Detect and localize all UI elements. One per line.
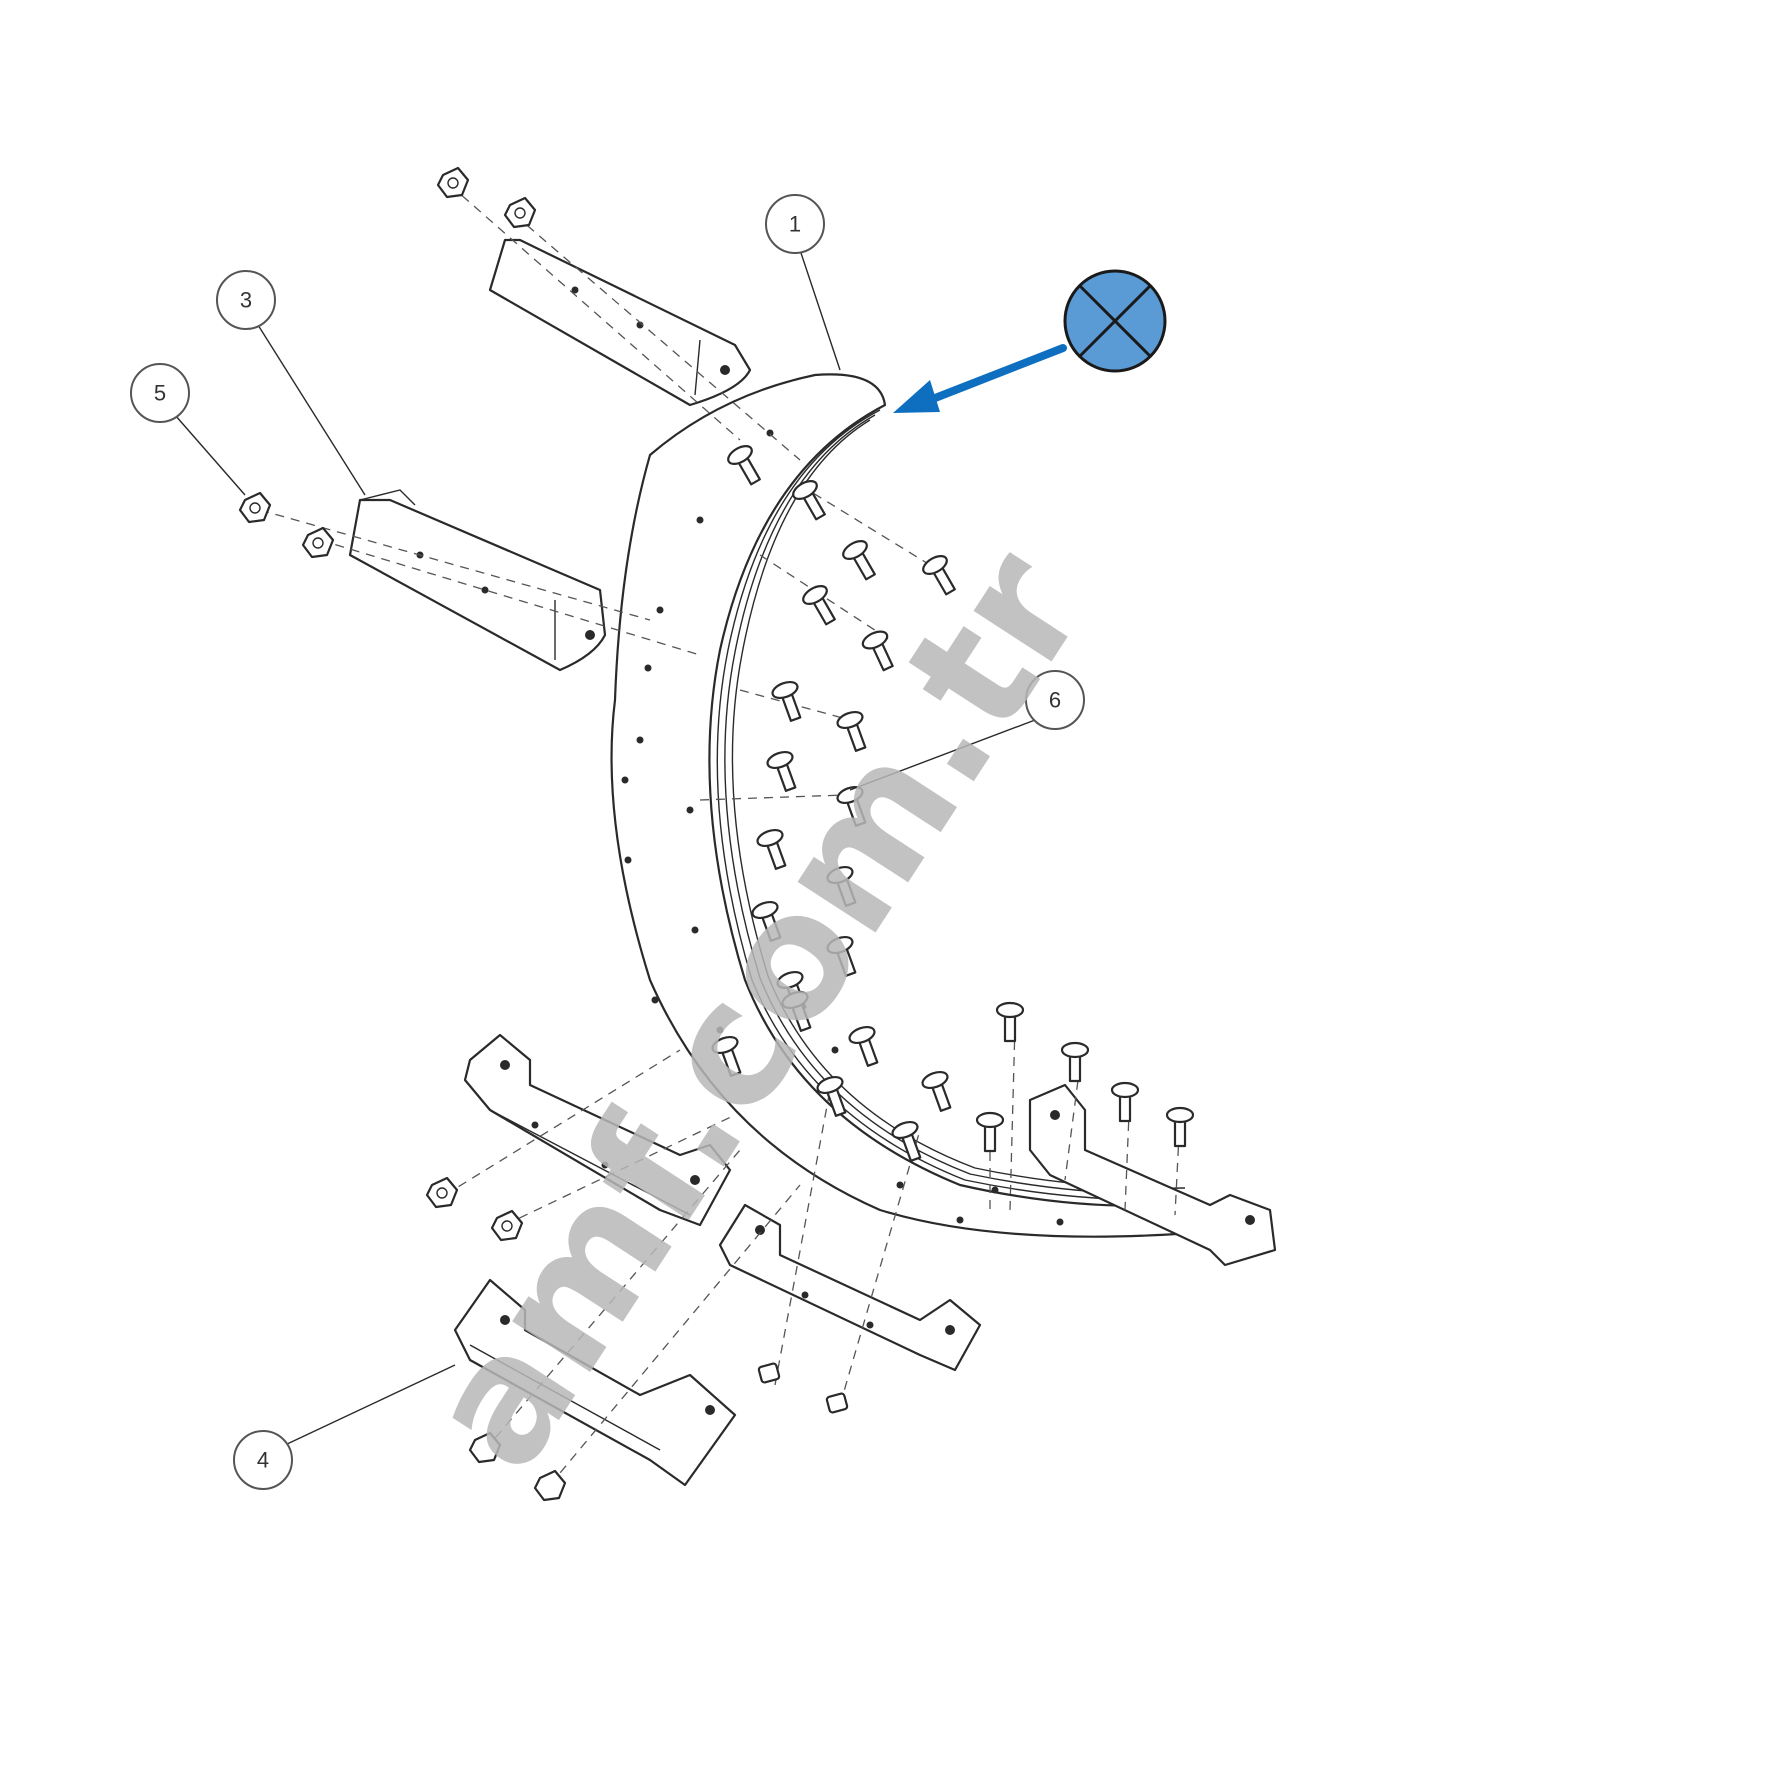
bolts	[711, 445, 1195, 1162]
callout-5: 5	[130, 363, 246, 496]
carriage-bolt	[975, 1111, 1005, 1153]
frame-holes	[621, 429, 1179, 1226]
nut	[436, 166, 470, 199]
carriage-bolt	[1165, 1106, 1195, 1148]
nut	[425, 1176, 459, 1209]
top-bracket	[488, 238, 752, 407]
carriage-bolt	[711, 1035, 742, 1077]
callout-1: 1	[765, 194, 841, 371]
callout-3: 3	[216, 270, 366, 496]
carriage-bolt	[727, 445, 761, 486]
carriage-bolt	[848, 1025, 879, 1067]
nut	[301, 526, 335, 559]
carriage-bolt	[756, 828, 787, 870]
marker-arrow	[893, 344, 1067, 413]
bottom-middle-bracket	[718, 1203, 982, 1372]
nut	[490, 1209, 524, 1242]
carriage-bolt	[836, 785, 867, 827]
nut	[503, 196, 537, 229]
nut	[533, 1469, 567, 1502]
carriage-bolt	[921, 1070, 952, 1112]
callout-4: 4	[233, 1364, 456, 1490]
nuts	[238, 166, 849, 1502]
carriage-bolt	[891, 1120, 922, 1162]
carriage-bolt	[836, 710, 867, 752]
carriage-bolt	[995, 1001, 1025, 1043]
carriage-bolt	[1110, 1081, 1140, 1123]
carriage-bolt	[861, 630, 894, 672]
svg-text:5: 5	[154, 381, 166, 406]
carriage-bolt	[802, 585, 836, 626]
curved-frame-part	[610, 373, 1232, 1238]
carriage-bolt	[766, 750, 797, 792]
assembly-lines	[259, 184, 1181, 1486]
nut	[238, 491, 272, 524]
carriage-bolt	[781, 990, 812, 1032]
lower-left-bracket	[463, 1033, 732, 1227]
nut	[468, 1431, 502, 1464]
callout-6: 6	[849, 670, 1085, 791]
carriage-bolt	[922, 555, 956, 596]
carriage-bolt	[1060, 1041, 1090, 1083]
carriage-bolt	[842, 540, 876, 581]
svg-text:3: 3	[240, 288, 252, 313]
bracket-3	[348, 489, 607, 672]
svg-text:4: 4	[257, 1448, 269, 1473]
carriage-bolt	[826, 865, 857, 907]
crossed-circle-icon	[1063, 269, 1167, 373]
bracket-4	[453, 1278, 737, 1487]
svg-text:6: 6	[1049, 688, 1061, 713]
carriage-bolt	[771, 680, 802, 722]
carriage-bolt	[826, 935, 857, 977]
carriage-bolt	[816, 1075, 847, 1117]
carriage-bolt	[751, 900, 782, 942]
right-bracket	[1028, 1083, 1277, 1267]
carriage-bolt	[792, 480, 826, 521]
nut	[825, 1392, 849, 1414]
svg-text:1: 1	[789, 212, 801, 237]
nut	[757, 1362, 781, 1384]
